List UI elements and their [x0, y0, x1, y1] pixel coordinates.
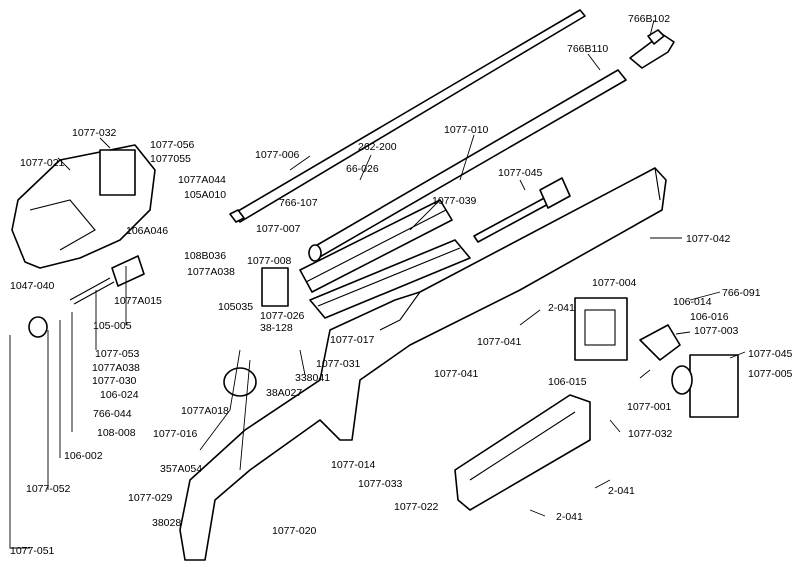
label-1077A038-a: 1077A038: [187, 266, 235, 278]
label-2-041-mid: 2-041: [608, 485, 635, 497]
label-1077-041-b: 1077-041: [434, 368, 479, 380]
label-1077-032-right: 1077-032: [628, 428, 673, 440]
front-sight-766B102: [629, 29, 675, 69]
label-1077-031: 1077-031: [316, 358, 361, 370]
label-108-008: 108-008: [97, 427, 136, 439]
leader-lines: [9, 19, 746, 549]
buffer-1077A018: [223, 367, 257, 397]
label-1077-016: 1077-016: [153, 428, 198, 440]
label-105035: 105035: [218, 301, 253, 313]
firing-pin-spring: [28, 255, 145, 338]
label-106A046: 106A046: [126, 225, 168, 237]
label-1077-004: 1077-004: [592, 277, 637, 289]
label-1077A018: 1077A018: [181, 405, 229, 417]
label-106-015: 106-015: [548, 376, 587, 388]
label-2-041-bottom: 2-041: [556, 511, 583, 523]
label-2-041-top: 2-041: [548, 302, 575, 314]
label-38-128: 38-128: [260, 322, 293, 334]
label-1077-001: 1077-001: [627, 401, 672, 413]
receiver-left-1077-021: [11, 144, 156, 269]
label-1077-003: 1077-003: [694, 325, 739, 337]
hammer-1077-003: [639, 324, 681, 361]
label-106-016: 106-016: [690, 311, 729, 323]
barrel-1077-006: [229, 9, 586, 223]
label-766-091: 766-091: [722, 287, 761, 299]
part-labels: 766B102 766B110 1077-032 1077-056 107705…: [10, 13, 793, 557]
barrel-shroud-1077-010: [308, 69, 627, 262]
label-1077-026: 1077-026: [260, 310, 305, 322]
label-105A010: 105A010: [184, 189, 226, 201]
label-1077-041-a: 1077-041: [477, 336, 522, 348]
label-1077-008: 1077-008: [247, 255, 292, 267]
sear-block-1077-005: [671, 354, 739, 418]
label-1077-010: 1077-010: [444, 124, 489, 136]
label-1077-042: 1077-042: [686, 233, 731, 245]
label-38028: 38028: [152, 517, 181, 529]
label-1077-017: 1077-017: [330, 334, 375, 346]
label-1077A015: 1077A015: [114, 295, 162, 307]
label-1077-051: 1077-051: [10, 545, 55, 557]
label-1047-040: 1047-040: [10, 280, 55, 292]
trigger-assembly-1077-004: [574, 297, 628, 361]
label-766-107: 766-107: [279, 197, 318, 209]
label-1077-020: 1077-020: [272, 525, 317, 537]
label-106-002: 106-002: [64, 450, 103, 462]
label-1077-032-top: 1077-032: [72, 127, 117, 139]
receiver-rail-1077-017: [309, 239, 471, 319]
label-766B102: 766B102: [628, 13, 670, 25]
label-1077055: 1077055: [150, 153, 191, 165]
label-1077-033: 1077-033: [358, 478, 403, 490]
bolt-rod-1077-045: [473, 177, 571, 243]
label-766B110: 766B110: [567, 43, 608, 55]
label-1077-053: 1077-053: [95, 348, 140, 360]
label-1077-022: 1077-022: [394, 501, 439, 513]
stock-1077-020: [179, 167, 667, 561]
label-1077-014: 1077-014: [331, 459, 376, 471]
label-1077A044: 1077A044: [178, 174, 226, 186]
label-1077-021: 1077-021: [20, 157, 65, 169]
trigger-guard-1077-022: [454, 394, 591, 511]
label-1077-052: 1077-052: [26, 483, 71, 495]
label-1077-045-top: 1077-045: [498, 167, 543, 179]
label-106-014: 106-014: [673, 296, 712, 308]
label-38A027: 38A027: [266, 387, 302, 399]
label-1077-005: 1077-005: [748, 368, 793, 380]
label-1077A038-b: 1077A038: [92, 362, 140, 374]
label-1077-029: 1077-029: [128, 492, 173, 504]
label-1077-007: 1077-007: [256, 223, 301, 235]
label-108B036: 108B036: [184, 250, 226, 262]
label-1077-039: 1077-039: [432, 195, 477, 207]
label-1077-056: 1077-056: [150, 139, 195, 151]
label-105-005: 105-005: [93, 320, 132, 332]
label-1077-045-right: 1077-045: [748, 348, 793, 360]
label-338041: 338041: [295, 372, 330, 384]
label-66-026: 66-026: [346, 163, 379, 175]
bolt-handle-1077-008: [261, 267, 289, 307]
magazine-tube-1077-039: [299, 199, 453, 293]
label-766-044: 766-044: [93, 408, 132, 420]
label-262-200: 262-200: [358, 141, 397, 153]
label-1077-006: 1077-006: [255, 149, 300, 161]
label-1077-030: 1077-030: [92, 375, 137, 387]
label-357A054: 357A054: [160, 463, 202, 475]
label-106-024: 106-024: [100, 389, 139, 401]
